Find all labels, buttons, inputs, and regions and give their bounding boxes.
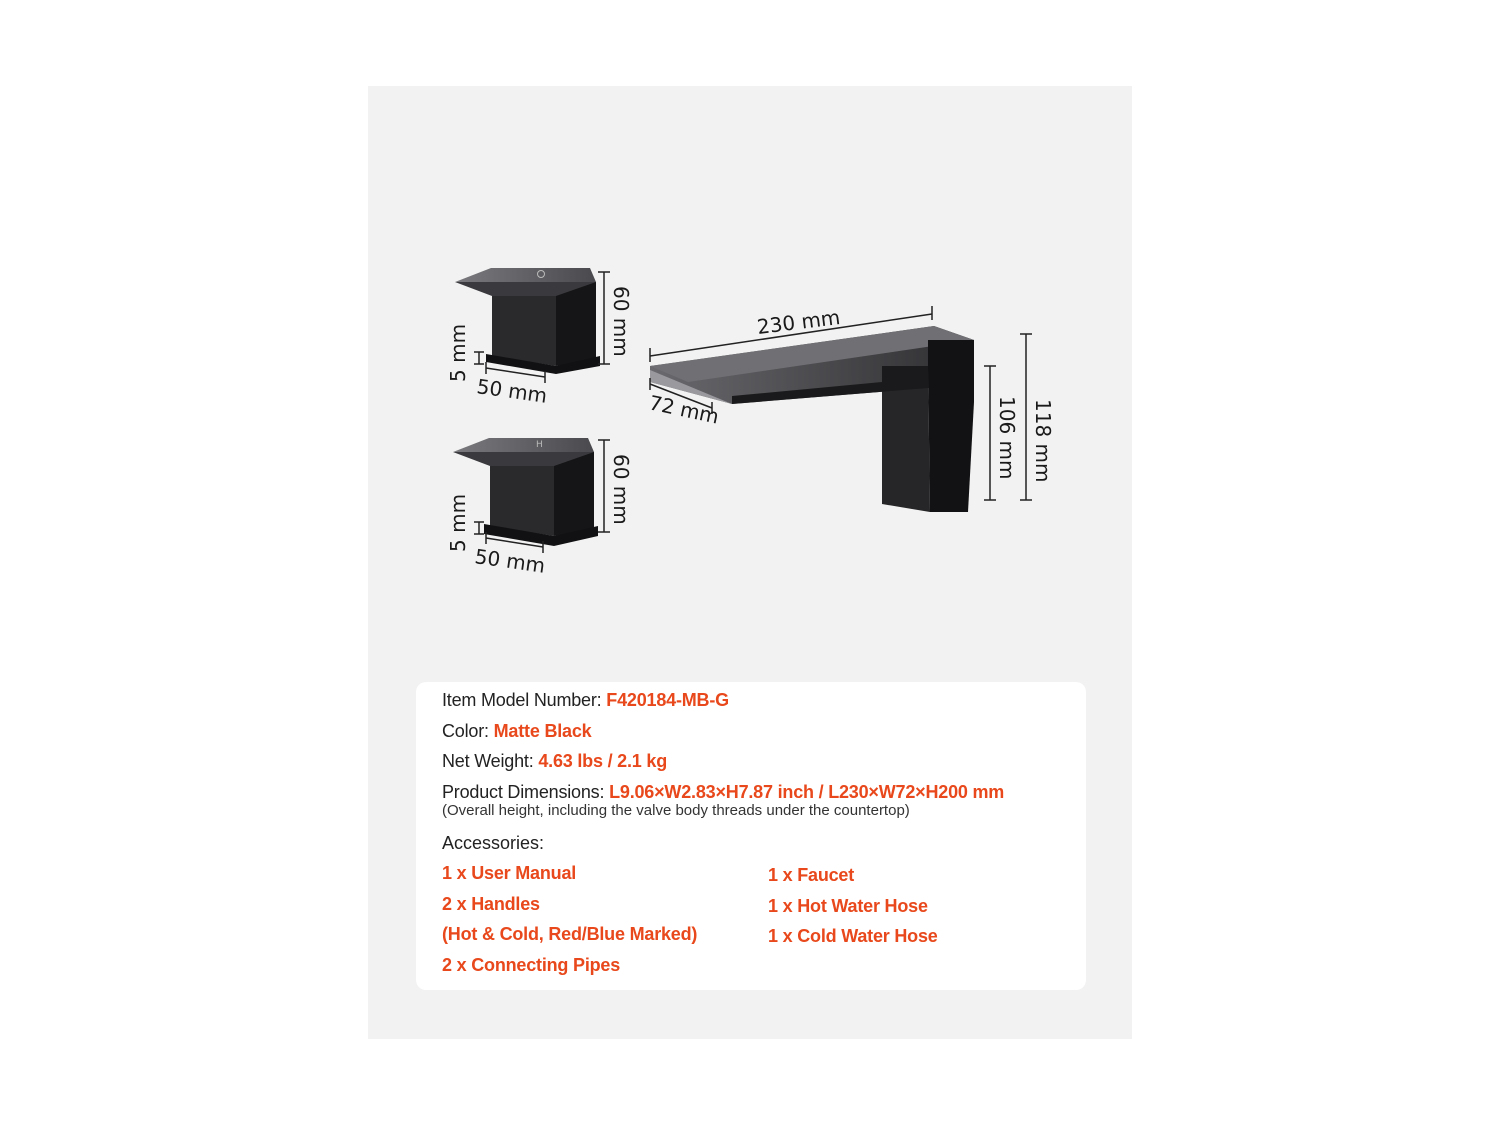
handle-bottom-base-label: 5 mm xyxy=(446,494,470,552)
handle-bottom-width-label: 50 mm xyxy=(473,544,546,578)
dimension-diagram: 60 mm 5 mm 50 mm H 60 mm xyxy=(446,268,1055,578)
dimensions-label: Product Dimensions: xyxy=(442,782,605,802)
handle-bottom-height-label: 60 mm xyxy=(609,454,633,525)
total-height-label: 118 mm xyxy=(1031,399,1055,483)
spec-card: Item Model Number: F420184-MB-G Color: M… xyxy=(416,682,1086,990)
spout-length-label: 230 mm xyxy=(756,305,842,339)
handle-top-width-label: 50 mm xyxy=(475,374,548,408)
accessory-item: 1 x Cold Water Hose xyxy=(768,926,938,946)
dimensions-value: L9.06×W2.83×H7.87 inch / L230×W72×H200 m… xyxy=(609,782,1005,802)
accessories-title: Accessories: xyxy=(442,833,545,853)
weight-row: Net Weight: 4.63 lbs / 2.1 kg xyxy=(442,751,667,772)
spout-dimensions: 230 mm 72 mm 106 mm 118 mm xyxy=(647,305,1055,501)
spout-image xyxy=(650,326,974,512)
handle-top-image xyxy=(455,268,600,374)
accessory-item: 1 x Hot Water Hose xyxy=(768,896,928,916)
color-value: Matte Black xyxy=(493,721,592,741)
handle-top-height-label: 60 mm xyxy=(609,286,633,357)
accessory-item: 2 x Handles xyxy=(442,894,540,914)
model-number-row: Item Model Number: F420184-MB-G xyxy=(442,690,729,711)
svg-text:H: H xyxy=(536,440,543,450)
handle-top-base-label: 5 mm xyxy=(446,324,470,382)
handle-bottom-image: H xyxy=(453,438,598,546)
dimensions-row: Product Dimensions: L9.06×W2.83×H7.87 in… xyxy=(442,782,1004,803)
color-label: Color: xyxy=(442,721,489,741)
accessory-item: 1 x User Manual xyxy=(442,863,577,883)
spout-height-label: 106 mm xyxy=(995,396,1019,480)
weight-value: 4.63 lbs / 2.1 kg xyxy=(538,751,668,771)
dimensions-note: (Overall height, including the valve bod… xyxy=(442,802,910,819)
model-number-label: Item Model Number: xyxy=(442,690,602,710)
color-row: Color: Matte Black xyxy=(442,721,592,742)
accessory-item: 2 x Connecting Pipes xyxy=(442,955,621,975)
model-number-value: F420184-MB-G xyxy=(606,690,729,710)
product-panel: 60 mm 5 mm 50 mm H 60 mm xyxy=(368,86,1132,1039)
accessory-item: (Hot & Cold, Red/Blue Marked) xyxy=(442,924,698,944)
accessory-item: 1 x Faucet xyxy=(768,865,855,885)
weight-label: Net Weight: xyxy=(442,751,534,771)
